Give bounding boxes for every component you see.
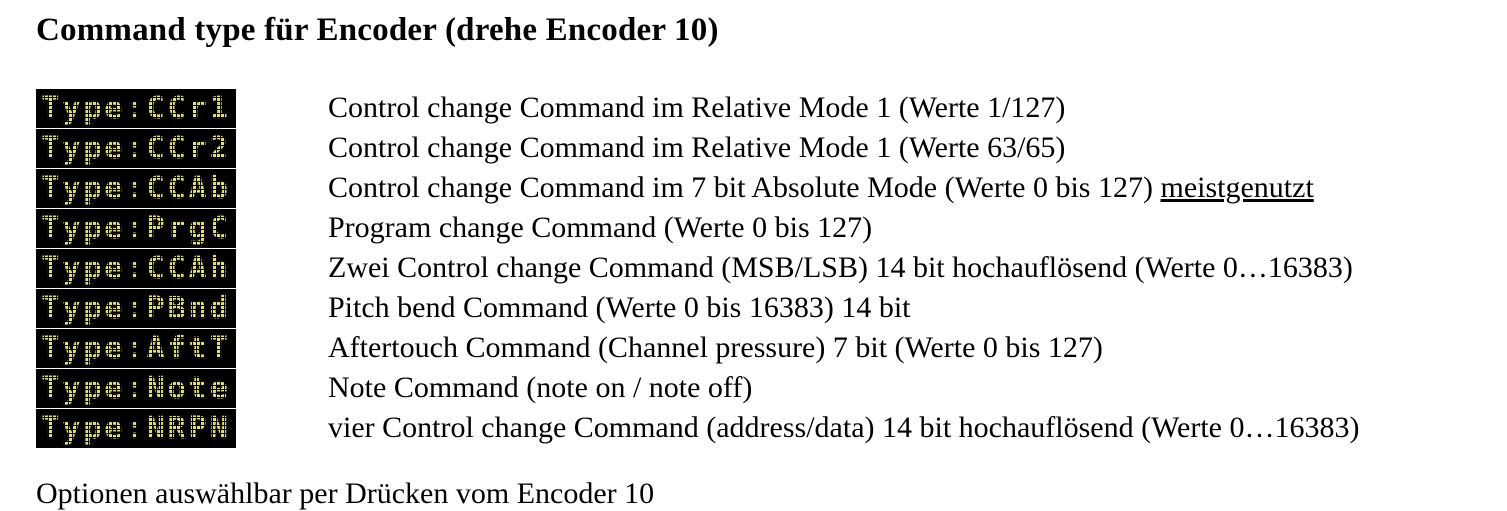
table-row: Type:NRPN vier Control change Command (a…: [36, 408, 1359, 448]
description-underlined-text: meistgenutzt: [1160, 171, 1314, 204]
description-text: Control change Command im Relative Mode …: [328, 91, 1066, 124]
lcd-display: Type:CCr2: [36, 128, 236, 168]
command-description: Control change Command im Relative Mode …: [328, 88, 1065, 128]
table-row: Type:AftT Aftertouch Command (Channel pr…: [36, 328, 1359, 368]
table-row: Type:CCAb Control change Command im 7 bi…: [36, 168, 1359, 208]
table-row: Type:CCAh Zwei Control change Command (M…: [36, 248, 1359, 288]
lcd-display: Type:Note: [36, 368, 236, 408]
lcd-display: Type:CCAh: [36, 248, 236, 288]
description-text: Program change Command (Werte 0 bis 127): [328, 211, 873, 244]
command-description: Control change Command im Relative Mode …: [328, 128, 1065, 168]
lcd-display: Type:PrgC: [36, 208, 236, 248]
next-section-heading-clipped: Optionen auswählbar per Drücken vom Enco…: [36, 477, 655, 510]
description-text: Control change Command im Relative Mode …: [328, 131, 1066, 164]
lcd-display: Type:CCr1: [36, 88, 236, 128]
table-row: Type:PrgC Program change Command (Werte …: [36, 208, 1359, 248]
command-description: Aftertouch Command (Channel pressure) 7 …: [328, 328, 1103, 368]
page-title: Command type für Encoder (drehe Encoder …: [36, 12, 719, 48]
table-row: Type:CCr1 Control change Command im Rela…: [36, 88, 1359, 128]
command-description: Zwei Control change Command (MSB/LSB) 14…: [328, 248, 1353, 288]
table-row: Type:Note Note Command (note on / note o…: [36, 368, 1359, 408]
lcd-label: Type:Note: [41, 370, 231, 406]
lcd-label: Type:PrgC: [41, 210, 231, 246]
lcd-label: Type:CCr2: [41, 130, 231, 166]
command-description: Control change Command im 7 bit Absolute…: [328, 168, 1314, 208]
lcd-label: Type:CCr1: [41, 90, 231, 126]
description-text: Pitch bend Command (Werte 0 bis 16383) 1…: [328, 291, 911, 324]
lcd-label: Type:CCAh: [41, 250, 231, 286]
lcd-display: Type:PBnd: [36, 288, 236, 328]
description-text: Aftertouch Command (Channel pressure) 7 …: [328, 331, 1103, 364]
lcd-label: Type:NRPN: [41, 410, 231, 446]
table-row: Type:PBnd Pitch bend Command (Werte 0 bi…: [36, 288, 1359, 328]
table-row: Type:CCr2 Control change Command im Rela…: [36, 128, 1359, 168]
lcd-label: Type:PBnd: [41, 290, 231, 326]
lcd-label: Type:CCAb: [41, 170, 231, 206]
command-description: Program change Command (Werte 0 bis 127): [328, 208, 872, 248]
description-text: Zwei Control change Command (MSB/LSB) 14…: [328, 251, 1353, 284]
lcd-display: Type:CCAb: [36, 168, 236, 208]
lcd-display: Type:AftT: [36, 328, 236, 368]
description-text: vier Control change Command (address/dat…: [328, 411, 1360, 444]
lcd-display: Type:NRPN: [36, 408, 236, 448]
lcd-label: Type:AftT: [41, 330, 231, 366]
command-description: Note Command (note on / note off): [328, 368, 752, 408]
command-description: vier Control change Command (address/dat…: [328, 408, 1359, 448]
description-text: Note Command (note on / note off): [328, 371, 753, 404]
command-description: Pitch bend Command (Werte 0 bis 16383) 1…: [328, 288, 911, 328]
command-type-table: Type:CCr1 Control change Command im Rela…: [36, 88, 1359, 448]
description-text: Control change Command im 7 bit Absolute…: [328, 171, 1161, 204]
